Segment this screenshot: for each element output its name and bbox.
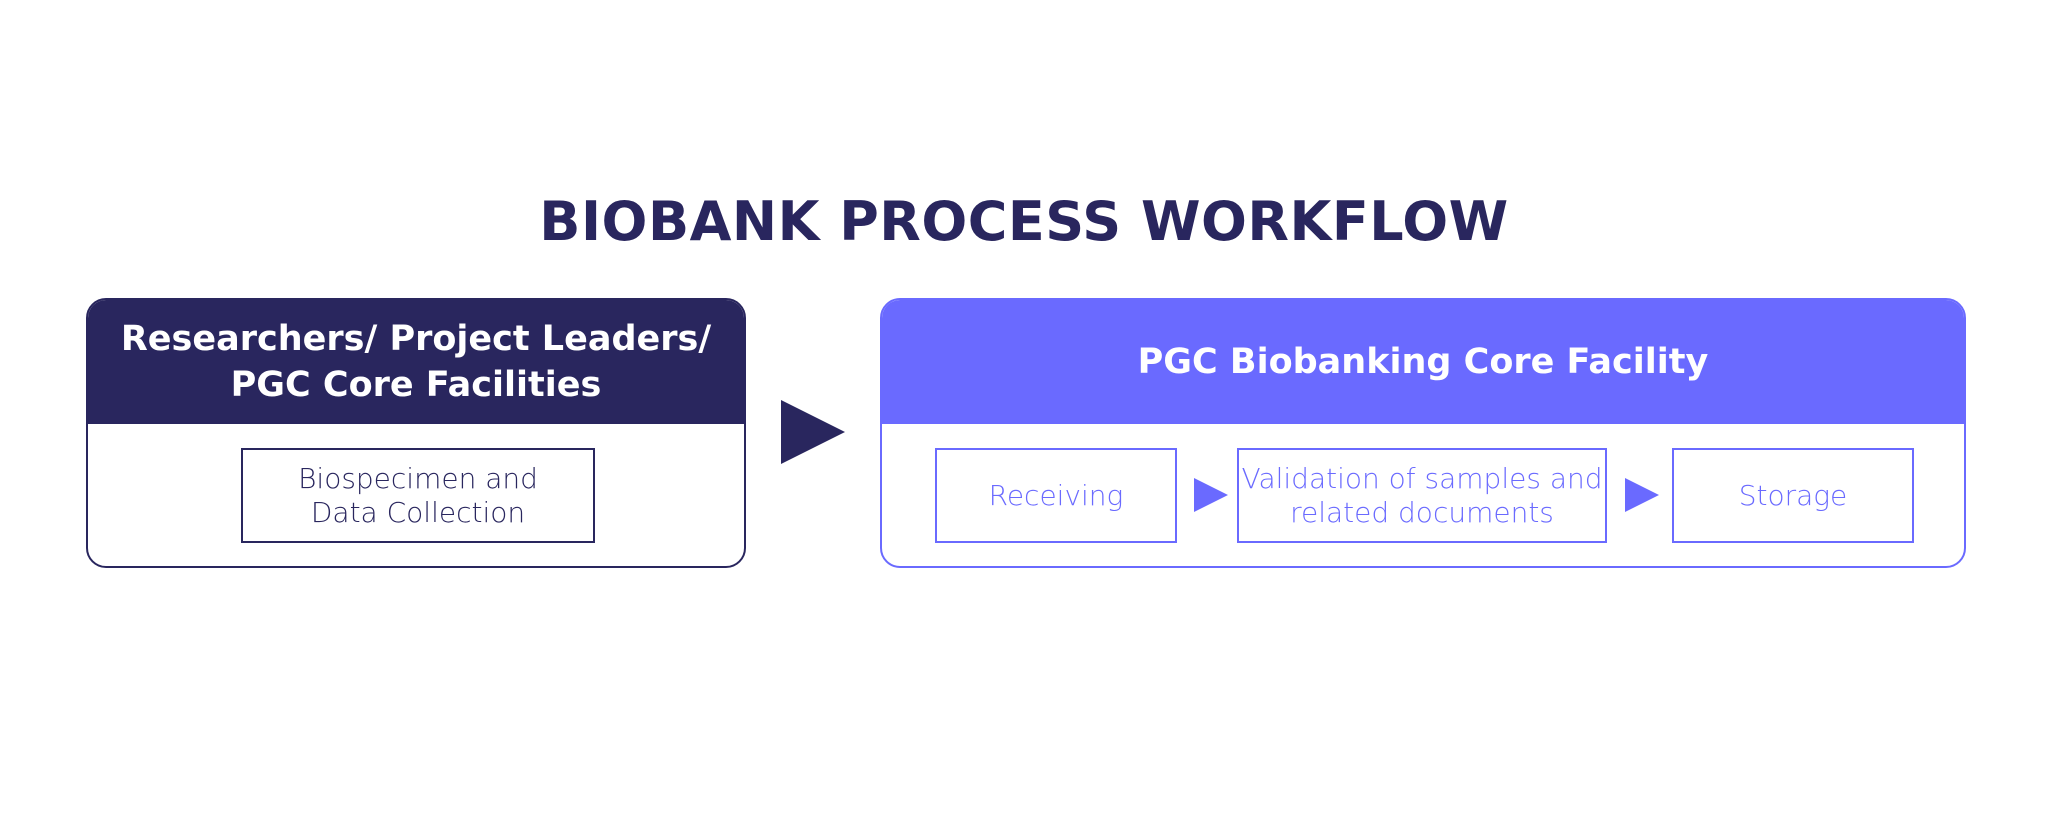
biobanking-core-panel: PGC Biobanking Core Facility Receiving V… [880,298,1966,568]
researchers-panel: Researchers/ Project Leaders/ PGC Core F… [86,298,746,568]
diagram-title: BIOBANK PROCESS WORKFLOW [539,190,1509,253]
step-receiving: Receiving [935,448,1177,543]
step-storage: Storage [1672,448,1914,543]
biobanking-core-panel-header: PGC Biobanking Core Facility [882,300,1964,424]
step-validation: Validation of samples and related docume… [1237,448,1607,543]
researchers-panel-title: Researchers/ Project Leaders/ PGC Core F… [120,319,712,405]
arrow-right-icon [1194,478,1228,512]
arrow-right-icon [781,400,845,464]
researchers-panel-header: Researchers/ Project Leaders/ PGC Core F… [88,300,744,424]
arrow-right-icon [1625,478,1659,512]
step-biospecimen-data-collection: Biospecimen and Data Collection [241,448,595,543]
biobanking-core-panel-title: PGC Biobanking Core Facility [1137,342,1709,382]
